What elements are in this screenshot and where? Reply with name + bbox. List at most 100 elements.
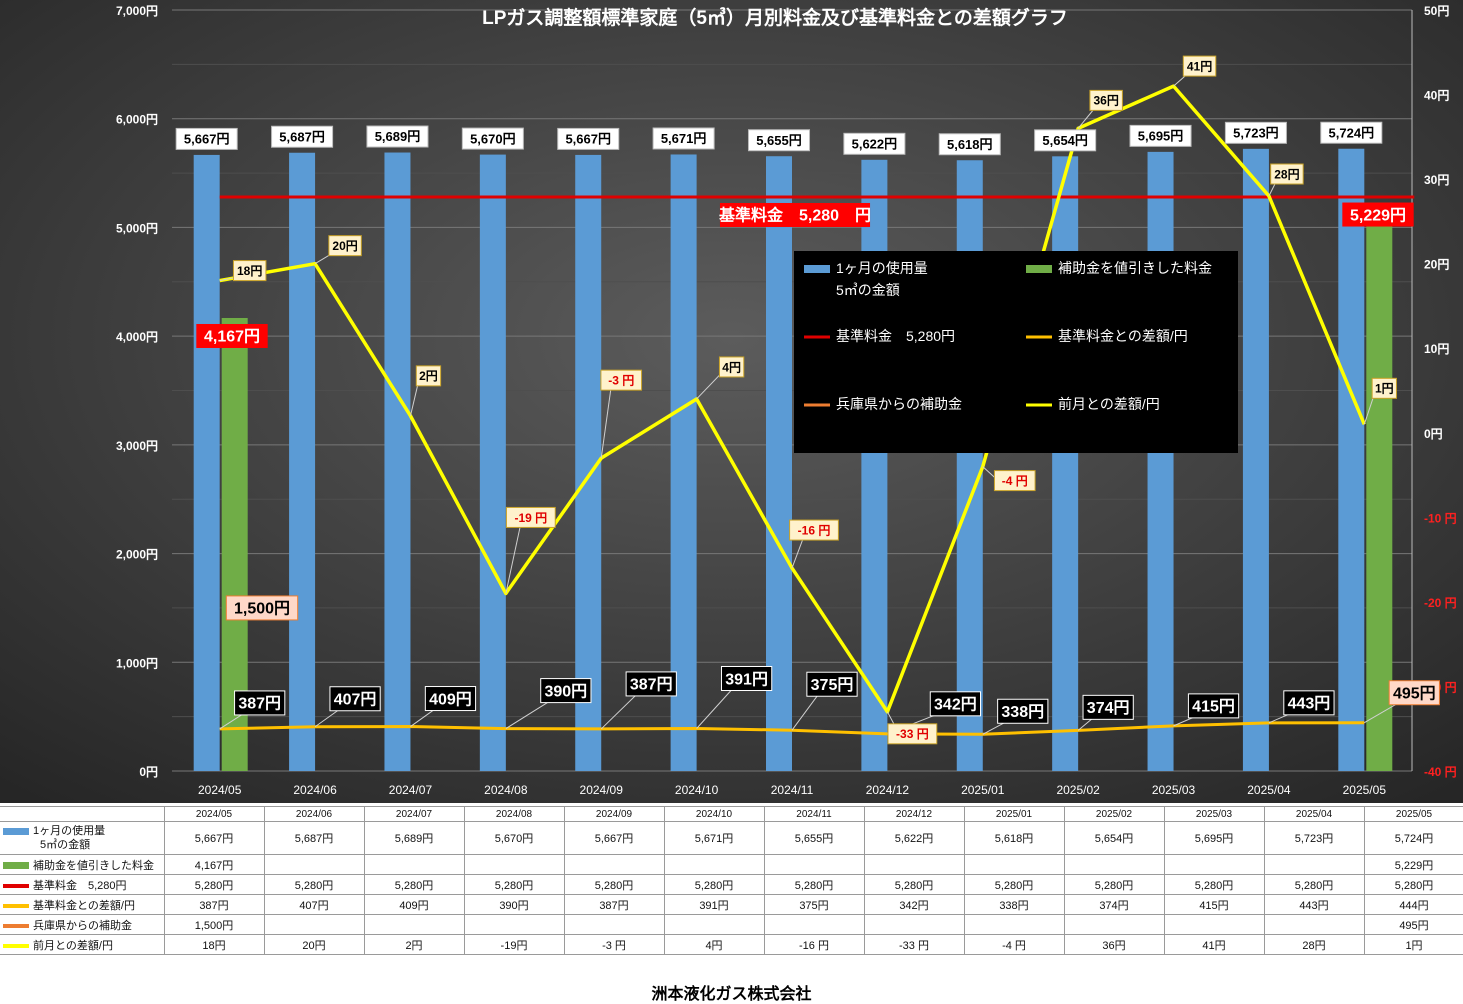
table-cell: 2024/08 xyxy=(463,806,565,822)
x-tick-label: 2024/08 xyxy=(484,783,528,797)
mom-value-label: 4円 xyxy=(722,360,741,374)
bar-value-label-group: 5,654円 xyxy=(1034,129,1097,152)
table-cell: 5,280円 xyxy=(663,874,765,895)
table-cell xyxy=(1163,914,1265,935)
diff-value-label-group: 390円 xyxy=(540,678,592,704)
table-cell: 2024/05 xyxy=(163,806,265,822)
table-cell: 1,500円 xyxy=(163,914,265,935)
table-cell: 20円 xyxy=(263,934,365,955)
diff-value-label-group: 407円 xyxy=(329,686,381,712)
table-cell: 2025/01 xyxy=(963,806,1065,822)
diff-value-label-box xyxy=(234,690,286,716)
mom-value-label: 41円 xyxy=(1187,59,1212,73)
subsidized-price-label: 4,167円 xyxy=(204,328,260,346)
table-cell: 5,280円 xyxy=(463,874,565,895)
x-tick-label: 2024/12 xyxy=(866,783,910,797)
mom-value-label-group: -19 円 xyxy=(505,506,556,528)
y2-tick-label: -20 円 xyxy=(1424,596,1457,610)
subsidized-price-label-group: 5,229円 xyxy=(1342,202,1414,227)
table-cell: 5,280円 xyxy=(963,874,1065,895)
table-row-label: 1ヶ月の使用量 xyxy=(33,825,106,837)
table-cell xyxy=(0,806,165,822)
diff-value-label: 387円 xyxy=(238,695,281,713)
bar-value-label-box xyxy=(366,125,429,148)
table-cell xyxy=(663,914,765,935)
table-cell: 36円 xyxy=(1063,934,1165,955)
bar-value-label-group: 5,695円 xyxy=(1129,124,1192,147)
base-price-banner-group: 基準料金 5,280 円 xyxy=(718,202,871,227)
bar-subsidized-price xyxy=(1366,202,1393,771)
diff-value-label-group: 443円 xyxy=(1283,690,1335,716)
bar-value-label-group: 5,655円 xyxy=(747,129,811,152)
bar-value-label-box xyxy=(271,125,334,148)
mom-value-label-group: -33 円 xyxy=(887,723,938,745)
legend-box xyxy=(794,251,1238,453)
table-cell: 374円 xyxy=(1063,894,1165,915)
diff-value-label-group: 391円 xyxy=(720,665,773,691)
table-cell: 338円 xyxy=(963,894,1065,915)
leader-line xyxy=(505,698,555,730)
diff-value-label-group: 387円 xyxy=(234,690,286,716)
table-cell: 基準料金との差額/円 xyxy=(0,894,165,915)
table-cell: 41円 xyxy=(1163,934,1265,955)
mom-value-label-group: 20円 xyxy=(328,235,362,257)
bar-value-label-box xyxy=(938,133,1001,156)
diff-value-label-box xyxy=(540,678,592,704)
mom-value-label-group: 1円 xyxy=(1371,377,1397,399)
table-cell: 18円 xyxy=(163,934,265,955)
table-cell: 2025/04 xyxy=(1263,806,1365,822)
bar-usage-5m3 xyxy=(1147,151,1174,772)
legend-key xyxy=(1026,265,1052,273)
diff-value-label: 375円 xyxy=(811,676,854,694)
table-cell: 2円 xyxy=(363,934,465,955)
y-tick-label: 3,000円 xyxy=(116,439,158,453)
table-cell: 5,618円 xyxy=(963,821,1065,855)
table-legend-key xyxy=(3,827,29,835)
y-tick-label: 0円 xyxy=(139,765,158,779)
bar-usage-5m3 xyxy=(289,152,316,772)
y-tick-label: 1,000円 xyxy=(116,656,158,670)
diff-value-label-group: 374円 xyxy=(1082,694,1134,720)
table-cell: 409円 xyxy=(363,894,465,915)
bar-usage-5m3 xyxy=(384,152,411,772)
mom-value-label-box xyxy=(718,356,745,378)
table-row-label: 補助金を値引きした料金 xyxy=(33,859,154,872)
table-row-label: 5㎥の金額 xyxy=(40,839,91,851)
table-cell: 5,280円 xyxy=(163,874,265,895)
diff-value-label: 338円 xyxy=(1001,703,1044,721)
table-legend-key xyxy=(3,903,29,908)
table-cell xyxy=(963,914,1065,935)
table-legend-key xyxy=(3,923,29,928)
diff-value-label: 342円 xyxy=(934,696,977,714)
table-cell xyxy=(263,854,365,875)
bar-value-label-box xyxy=(1129,124,1192,147)
table-cell: 5,654円 xyxy=(1063,821,1165,855)
diff-value-label: 495円 xyxy=(1393,684,1436,702)
x-tick-label: 2024/09 xyxy=(580,783,624,797)
table-cell: -33 円 xyxy=(863,934,965,955)
bar-value-label: 5,689円 xyxy=(375,129,421,144)
table-cell xyxy=(363,914,465,935)
mom-value-label: -4 円 xyxy=(1002,474,1028,488)
table-cell: 前月との差額/円 xyxy=(0,934,165,955)
bar-value-label-box xyxy=(1034,129,1097,152)
subsidy-label-box xyxy=(225,595,299,621)
bar-usage-5m3 xyxy=(670,154,697,771)
mom-value-label-group: -16 円 xyxy=(789,519,839,541)
table-row-label: 前月との差額/円 xyxy=(33,939,113,952)
table-cell: 2025/03 xyxy=(1163,806,1265,822)
diff-value-label: 387円 xyxy=(630,676,673,694)
table-cell: 375円 xyxy=(763,894,865,915)
table-legend-key xyxy=(3,943,29,948)
table-cell: 5,280円 xyxy=(263,874,365,895)
y2-tick-label: 0円 xyxy=(1424,427,1443,441)
legend-label: 5㎥の金額 xyxy=(836,282,900,298)
y-tick-label: 7,000円 xyxy=(116,4,158,18)
table-cell xyxy=(763,914,865,935)
diff-value-label-box xyxy=(625,671,677,697)
diff-value-label-box xyxy=(1082,694,1134,720)
bar-value-label-group: 5,667円 xyxy=(175,127,238,150)
